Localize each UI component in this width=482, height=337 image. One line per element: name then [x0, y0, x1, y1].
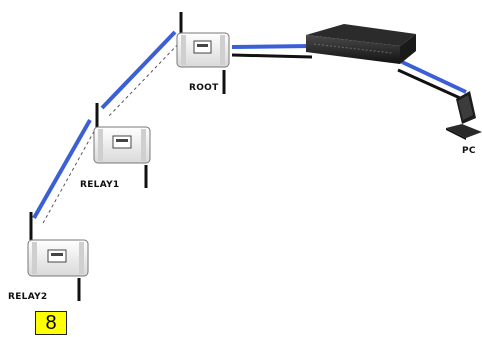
root-label: ROOT: [189, 83, 219, 93]
cable-root-switch: [231, 44, 313, 59]
relay1-label: RELAY1: [80, 180, 120, 190]
wireless-link-root-relay1: [100, 30, 183, 118]
figure-number-badge: 8: [35, 311, 67, 335]
laptop-icon: [446, 91, 482, 140]
relay2-label: RELAY2: [8, 292, 48, 302]
wireless-link-relay1-relay2: [32, 119, 98, 226]
pc-label: PC: [462, 146, 476, 156]
network-switch-icon: [306, 24, 416, 64]
cable-switch-pc: [397, 60, 467, 100]
relay1-radio-icon: [93, 103, 151, 188]
relay2-radio-icon: [27, 212, 89, 301]
root-radio-icon: [176, 12, 230, 94]
